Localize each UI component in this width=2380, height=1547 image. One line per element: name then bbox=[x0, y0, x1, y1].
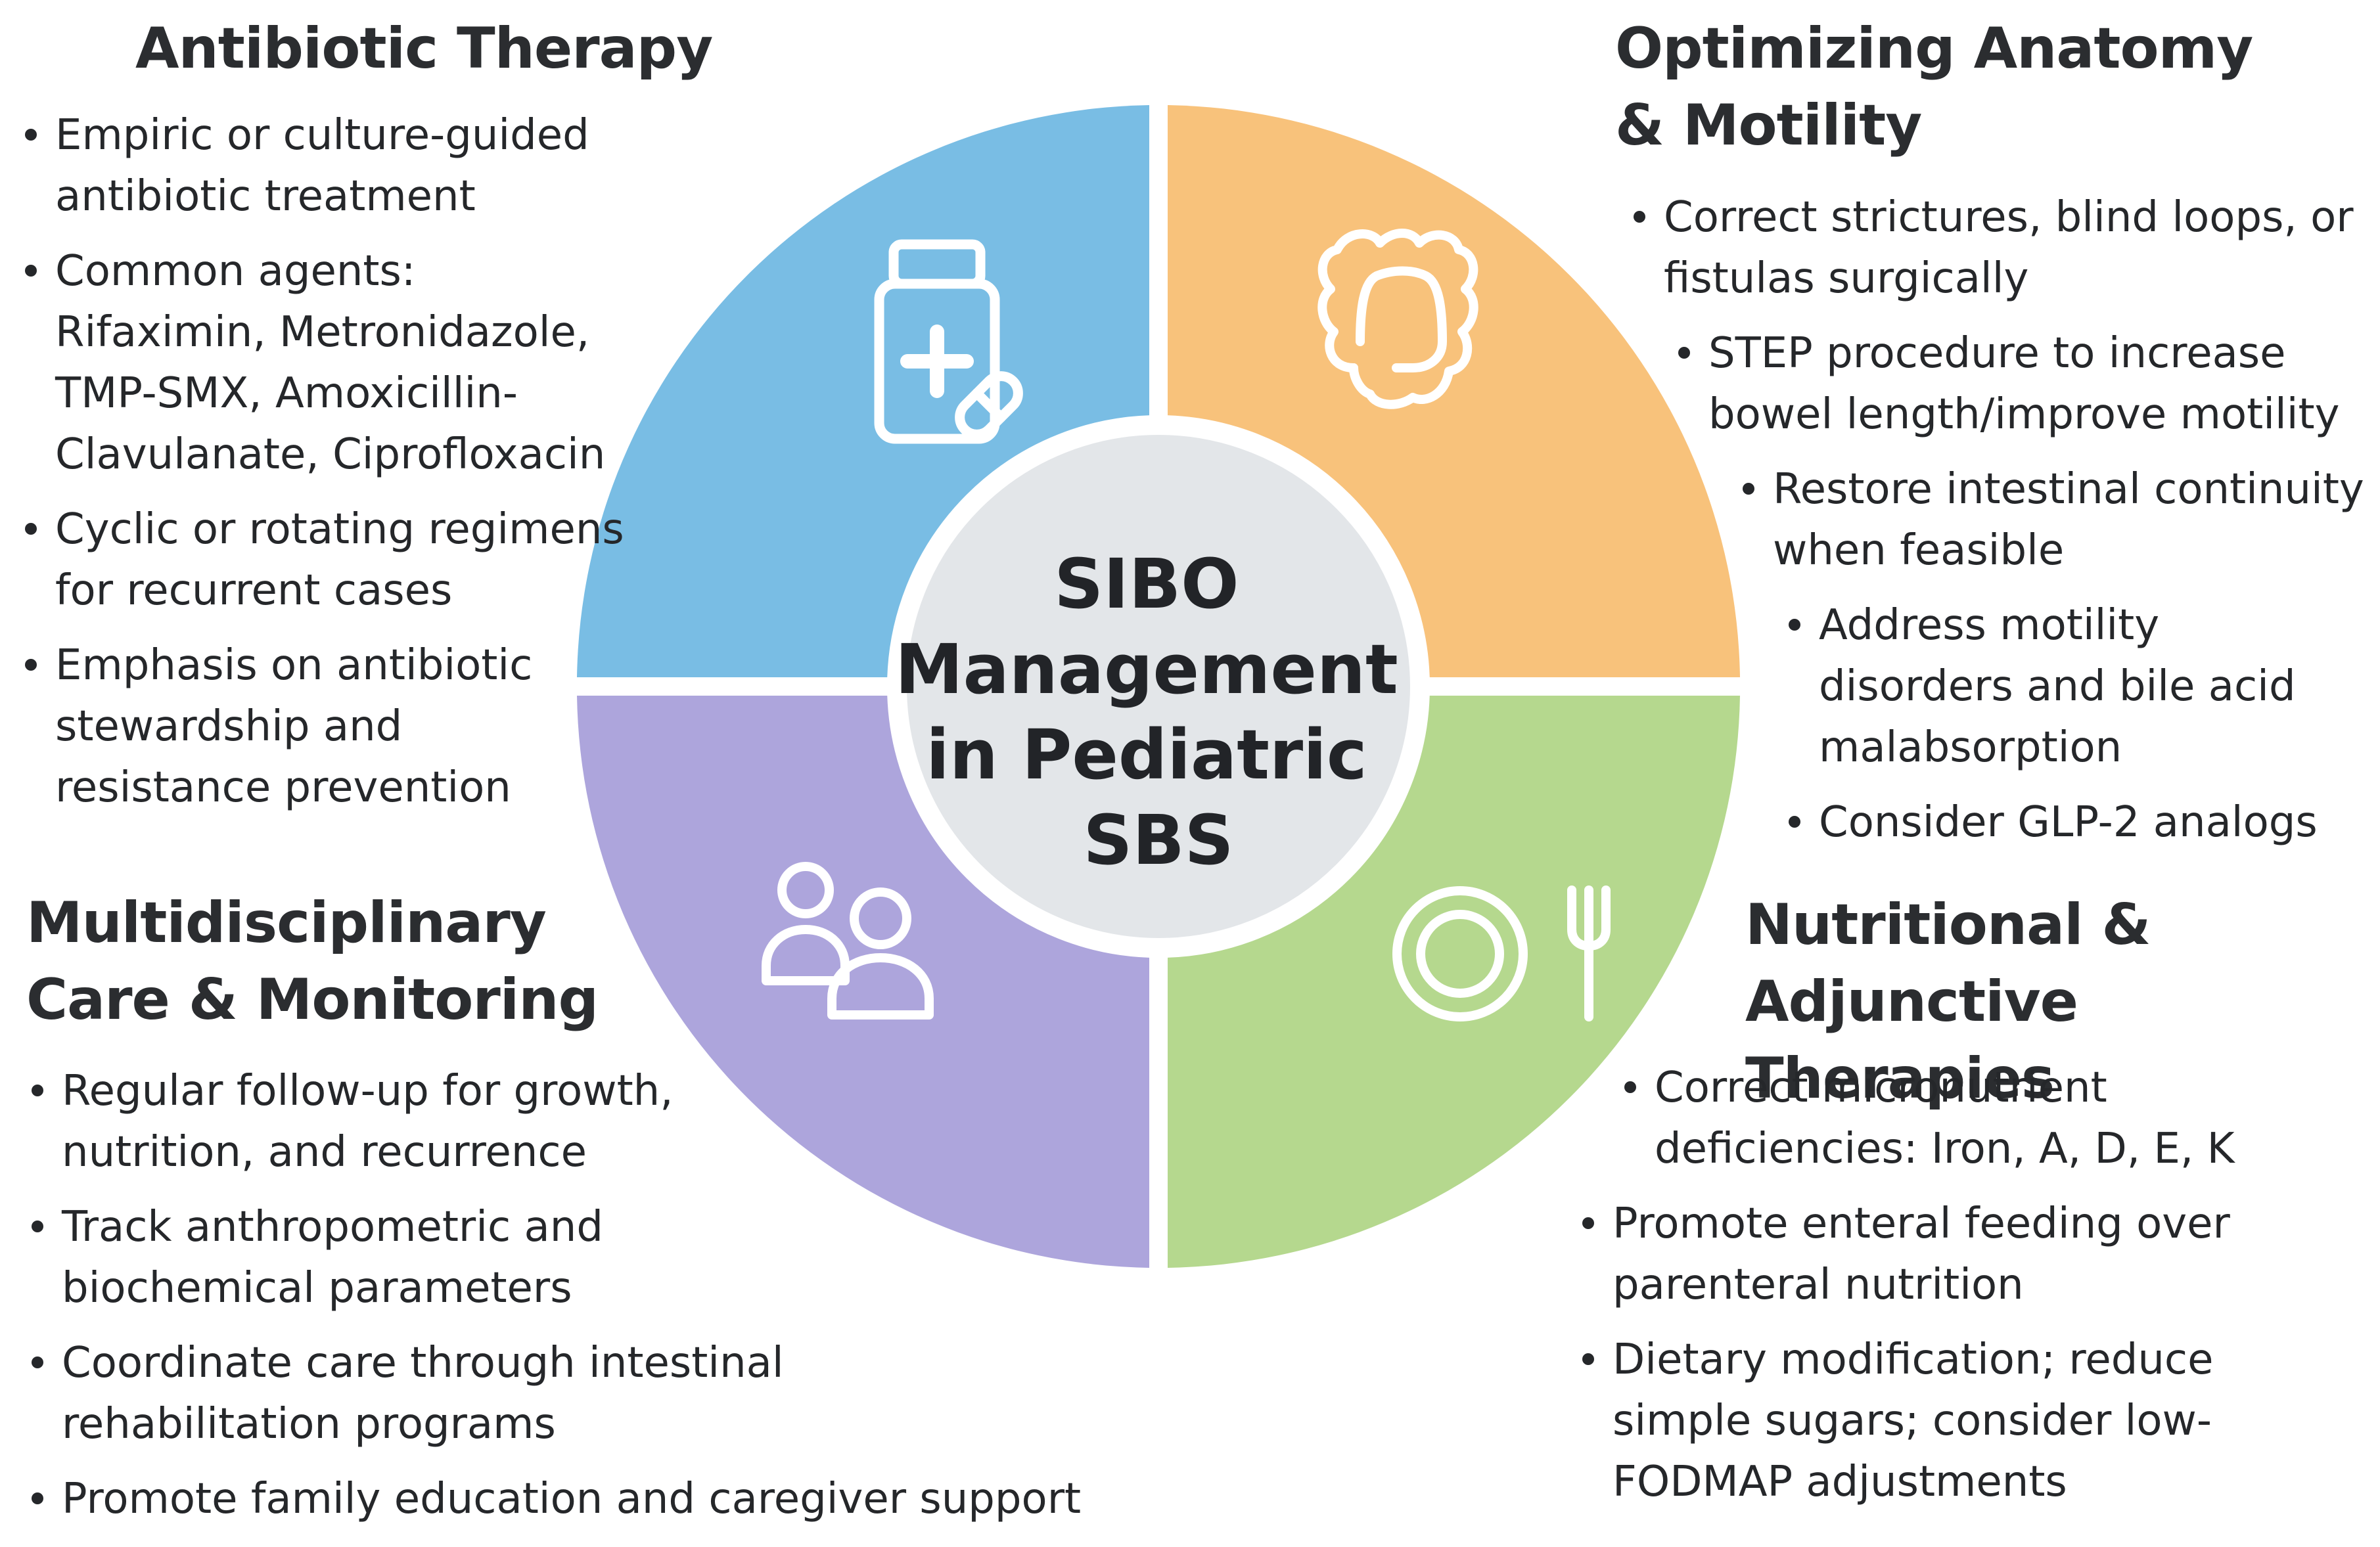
center-title-line-3: in Pediatric bbox=[926, 715, 1367, 795]
center-title-line-2: Management bbox=[895, 629, 1398, 709]
center-title-line-4: SBS bbox=[1083, 800, 1233, 880]
medicine-bottle-icon bbox=[874, 239, 1023, 444]
list-item: Restore intestinal continuity when feasi… bbox=[1737, 459, 2364, 581]
list-item: Emphasis on antibiotic stewardship and r… bbox=[20, 635, 628, 818]
list-item: STEP procedure to increase bowel length/… bbox=[1673, 323, 2364, 445]
antibiotic-therapy-title: Antibiotic Therapy bbox=[135, 16, 713, 81]
list-item: Track anthropometric and biochemical par… bbox=[26, 1197, 653, 1319]
list-item: Address motility disorders and bile acid… bbox=[1783, 595, 2364, 778]
list-item: Common agents: Rifaximin, Metronidazole,… bbox=[20, 241, 628, 485]
center-title-line-1: SIBO bbox=[1054, 544, 1239, 624]
list-item: Correct strictures, blind loops, or fist… bbox=[1628, 187, 2364, 309]
list-item: Correct micronutrient deficiencies: Iron… bbox=[1619, 1058, 2313, 1180]
list-item: Consider GLP-2 analogs bbox=[1783, 792, 2364, 853]
list-item: Promote enteral feeding over parenteral … bbox=[1577, 1194, 2313, 1316]
list-item: Cyclic or rotating regimens for recurren… bbox=[20, 499, 628, 621]
list-item: Dietary modification; reduce simple suga… bbox=[1577, 1330, 2256, 1513]
intestine-icon bbox=[1317, 229, 1478, 409]
optimizing-anatomy-title: Optimizing Anatomy & Motility bbox=[1615, 11, 2253, 164]
optimizing-anatomy-list: Correct strictures, blind loops, or fist… bbox=[1628, 187, 2364, 867]
nutritional-therapies-title: Nutritional & Adjunctive Therapies bbox=[1745, 887, 2380, 1117]
people-icon bbox=[762, 862, 934, 1020]
nutritional-therapies-title-line-1: Nutritional & bbox=[1745, 892, 2151, 958]
list-item: Coordinate care through intestinal rehab… bbox=[26, 1333, 811, 1455]
multidisciplinary-care-title-line-2: Care & Monitoring bbox=[26, 967, 599, 1033]
svg-text:SIBO Management in Ped: SIBO Management in Pediatric SBS bbox=[895, 544, 1422, 880]
nutritional-therapies-list: Correct micronutrient deficiencies: Iron… bbox=[1577, 1058, 2313, 1527]
antibiotic-therapy-list: Empiric or culture-guided antibiotic tre… bbox=[20, 105, 628, 832]
nutritional-therapies-title-line-2: Adjunctive Therapies bbox=[1745, 969, 2078, 1111]
multidisciplinary-care-list: Regular follow-up for growth, nutrition,… bbox=[26, 1061, 1104, 1544]
list-item: Promote family education and caregiver s… bbox=[26, 1469, 1104, 1530]
multidisciplinary-care-title: Multidisciplinary Care & Monitoring bbox=[26, 885, 599, 1039]
multidisciplinary-care-title-line-1: Multidisciplinary bbox=[26, 890, 547, 956]
center-circle bbox=[887, 415, 1430, 958]
list-item: Empiric or culture-guided antibiotic tre… bbox=[20, 105, 628, 227]
plate-fork-icon bbox=[1392, 886, 1611, 1021]
optimizing-anatomy-title-line-2: & Motility bbox=[1615, 93, 1922, 158]
optimizing-anatomy-title-line-1: Optimizing Anatomy bbox=[1615, 16, 2253, 81]
list-item: Regular follow-up for growth, nutrition,… bbox=[26, 1061, 732, 1183]
